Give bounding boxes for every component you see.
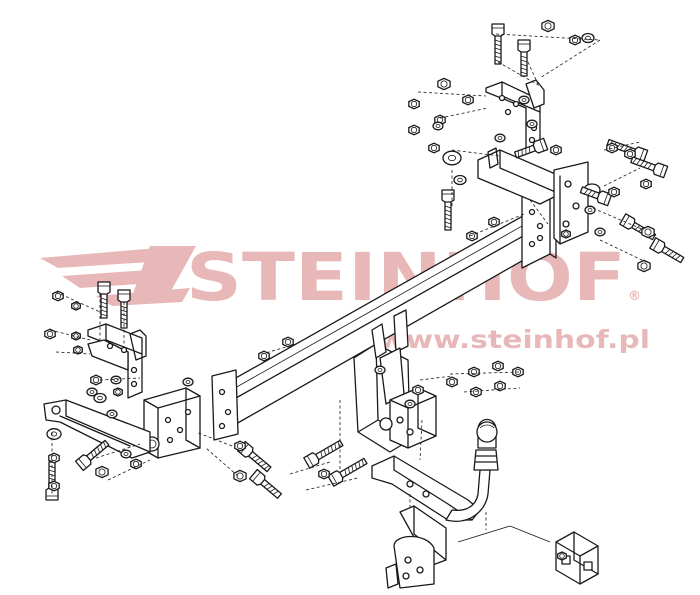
hex-nut-icon (71, 301, 81, 311)
washer-icon (442, 150, 462, 166)
hex-nut-icon (637, 259, 651, 273)
hex-nut-icon (466, 230, 478, 242)
hex-nut-icon (470, 386, 482, 398)
hex-nut-icon (624, 148, 636, 160)
washer-icon (86, 387, 98, 397)
hex-nut-icon (234, 440, 246, 452)
hex-bolt-icon (649, 237, 685, 264)
washer-icon (110, 375, 122, 385)
hex-nut-icon (233, 469, 247, 483)
left-side-bracket (143, 387, 201, 459)
watermark-url: www.steinhof.pl (378, 325, 650, 354)
hex-nut-icon (73, 345, 83, 355)
tow-ball-assembly (371, 418, 499, 522)
hex-nut-icon (462, 94, 474, 106)
hex-nut-icon (408, 124, 420, 136)
washer-icon (46, 428, 62, 440)
washer-icon (404, 399, 416, 409)
hex-nut-icon (258, 350, 270, 362)
washer-icon (120, 449, 132, 459)
washer-icon (526, 119, 538, 129)
hex-bolt-icon (441, 189, 455, 231)
watermark-registered-mark: ® (628, 289, 641, 304)
hitch-center-mount (353, 309, 437, 453)
washer-icon (494, 133, 506, 143)
hex-nut-icon (437, 77, 451, 91)
hex-nut-icon (541, 19, 555, 33)
hex-bolt-icon (513, 137, 549, 159)
hex-nut-icon (468, 366, 480, 378)
socket-plate-bracket (385, 505, 447, 589)
hex-nut-icon (52, 290, 64, 302)
steinhof-logo-swoosh (40, 246, 196, 306)
hex-nut-icon (130, 458, 142, 470)
hex-nut-icon (641, 225, 655, 239)
left-support-arm (43, 399, 151, 459)
washer-icon (182, 377, 194, 387)
hex-nut-icon (446, 376, 458, 388)
electrical-socket (457, 525, 599, 585)
hex-nut-icon (494, 380, 506, 392)
hex-nut-icon (408, 98, 420, 110)
assembly-guide-lines (49, 33, 647, 530)
steinhof-watermark: STEINHOF ® www.steinhof.pl (40, 239, 650, 354)
hex-nut-icon (640, 178, 652, 190)
hex-nut-icon (318, 468, 330, 480)
right-beam-flange (521, 181, 557, 269)
hex-nut-icon (113, 387, 123, 397)
hex-nut-icon (90, 374, 102, 386)
hex-nut-icon (95, 465, 109, 479)
hex-bolt-icon (579, 186, 613, 207)
washer-icon (374, 365, 386, 375)
hex-nut-icon (492, 360, 504, 372)
washer-icon (581, 32, 595, 44)
hex-bolt-icon (248, 468, 283, 499)
hex-bolt-icon (517, 39, 531, 77)
hex-bolt-icon (97, 281, 111, 319)
hex-bolt-icon (303, 439, 344, 469)
hex-nut-icon (569, 34, 581, 46)
hex-nut-icon (71, 331, 81, 341)
hex-nut-icon (428, 142, 440, 154)
hex-nut-icon (550, 144, 562, 156)
hex-nut-icon (48, 480, 60, 492)
hex-nut-icon (561, 229, 571, 239)
hex-nut-icon (412, 384, 424, 396)
left-top-bracket (87, 323, 147, 399)
washer-icon (518, 95, 530, 105)
washer-icon (584, 205, 596, 215)
hex-bolt-icon (236, 440, 272, 473)
hex-nut-icon (608, 186, 620, 198)
hex-nut-icon (557, 551, 567, 561)
washer-set (46, 32, 606, 459)
hex-bolt-icon (74, 439, 110, 472)
washer-icon (106, 409, 118, 419)
washer-icon (432, 121, 444, 131)
hex-bolt-icon (327, 457, 368, 487)
washer-icon (93, 392, 107, 404)
hex-nut-icon (488, 216, 500, 228)
hex-nut-icon (48, 452, 60, 464)
hex-nut-icon (282, 336, 294, 348)
bolt-set (45, 23, 685, 501)
hex-nut-icon (44, 328, 56, 340)
hex-bolt-icon (491, 23, 505, 65)
washer-icon (453, 174, 467, 186)
left-beam-flange (211, 369, 239, 441)
nut-set (44, 19, 655, 561)
hex-bolt-icon (630, 156, 669, 179)
washer-icon (594, 227, 606, 237)
